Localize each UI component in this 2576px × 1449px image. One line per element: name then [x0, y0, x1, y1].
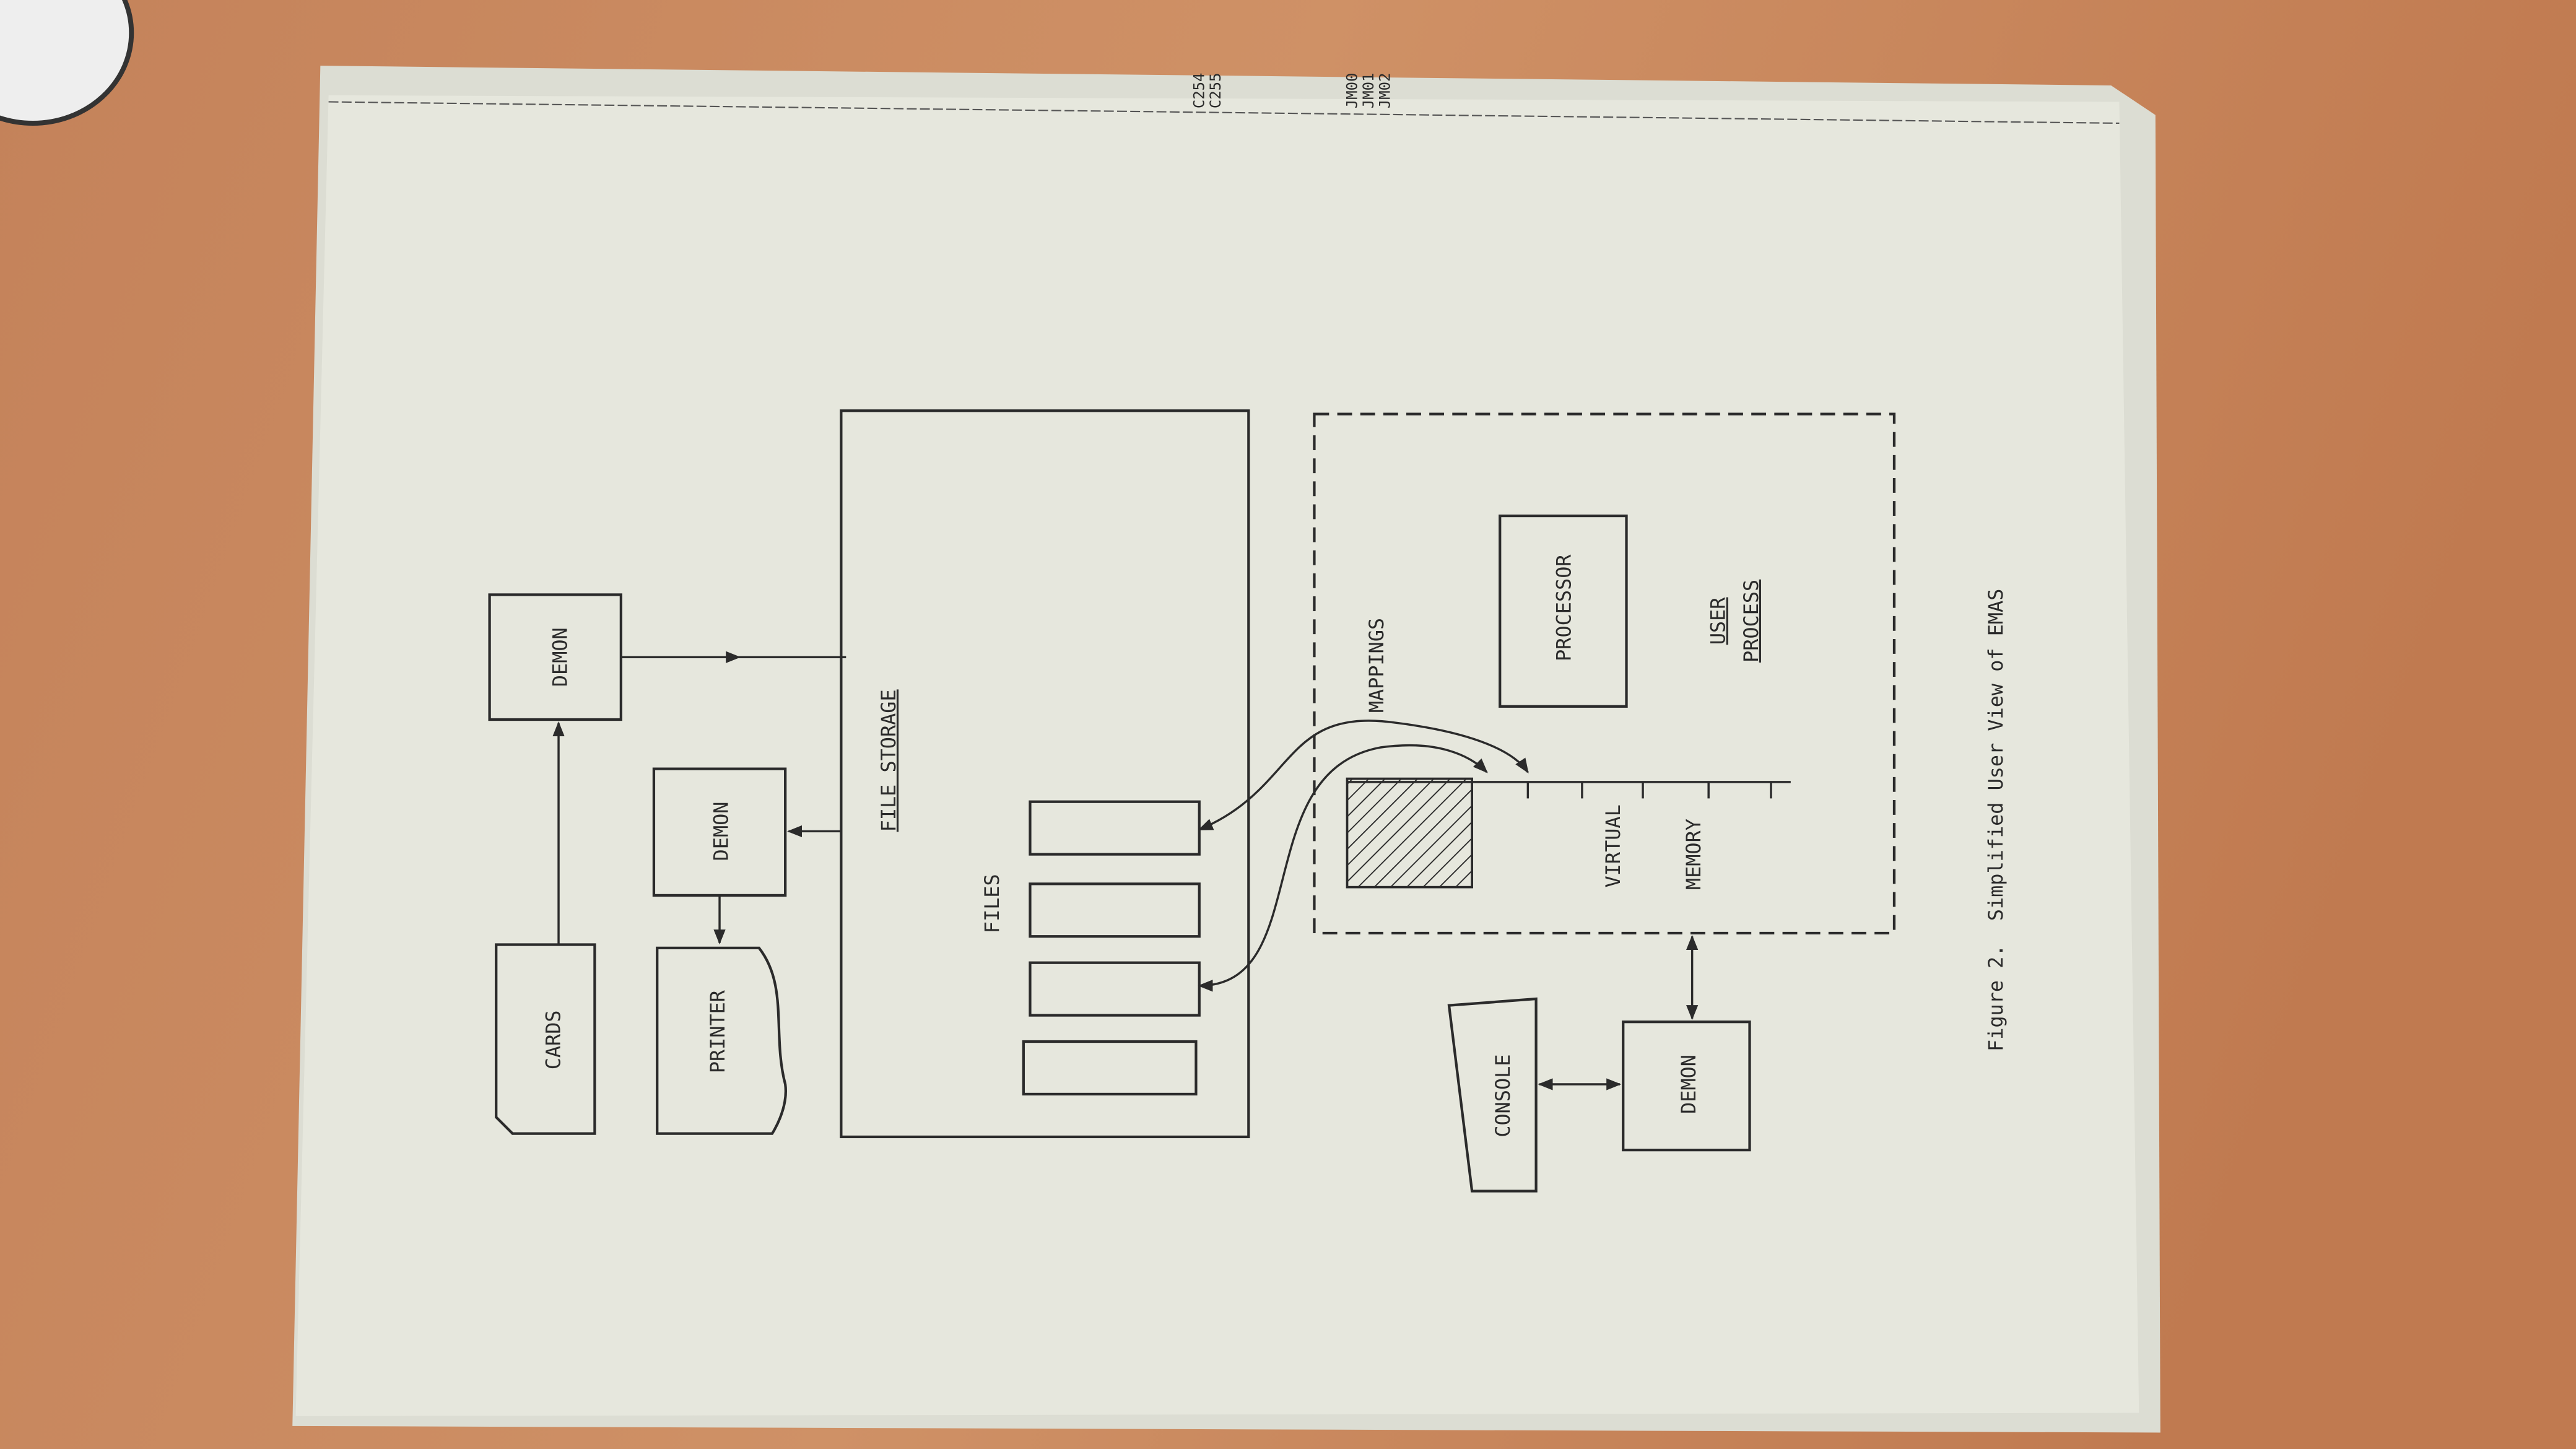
processor-node	[1499, 514, 1628, 708]
printer-node	[656, 946, 787, 1135]
desk-object	[0, 0, 134, 126]
code-c255: C255	[1207, 73, 1224, 108]
printer-label: PRINTER	[706, 990, 729, 1073]
memory-label: MEMORY	[1682, 819, 1705, 890]
demon-console-node	[1622, 1020, 1751, 1152]
figure-caption: Figure 2. Simplified User View of EMAS	[1984, 589, 2008, 1051]
file-storage-label: FILE STORAGE	[877, 689, 900, 832]
files-label: FILES	[980, 874, 1004, 933]
code-jm02: JM02	[1376, 73, 1393, 108]
page-rule	[328, 101, 2120, 124]
processor-label: PROCESSOR	[1552, 554, 1575, 661]
virtual-label: VIRTUAL	[1601, 804, 1625, 887]
document-page	[295, 95, 2139, 1416]
process-label: PROCESS	[1739, 580, 1763, 663]
code-jm01: JM01	[1360, 73, 1377, 108]
demon-input-label: DEMON	[548, 627, 572, 687]
user-label: USER	[1707, 597, 1730, 645]
file-4	[1022, 1040, 1198, 1096]
cards-label: CARDS	[542, 1010, 565, 1069]
cards-node	[495, 943, 596, 1135]
demon-console-label: DEMON	[1677, 1055, 1700, 1114]
user-process-boundary	[1313, 412, 1896, 935]
demon-output-label: DEMON	[709, 802, 733, 861]
mappings-label: MAPPINGS	[1365, 618, 1388, 713]
mapped-memory-region	[1346, 777, 1473, 889]
console-node	[1447, 997, 1538, 1193]
mapping-arrow-2	[1198, 744, 1488, 992]
console-label: CONSOLE	[1491, 1055, 1515, 1138]
code-jm00: JM00	[1343, 73, 1360, 108]
diagram: CARDS DEMON DEMON PRINTER FILE STORAGE F…	[488, 409, 1896, 1193]
code-c254: C254	[1191, 73, 1208, 108]
header-codes-left: C254 C255	[1191, 73, 1225, 108]
header-codes-right: JM00 JM01 JM02	[1343, 73, 1393, 108]
